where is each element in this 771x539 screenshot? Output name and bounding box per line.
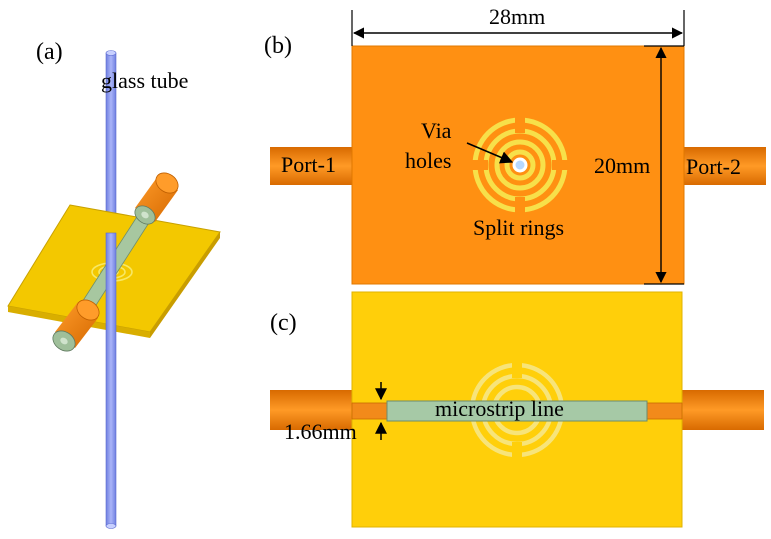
panel-c-label: (c) bbox=[270, 310, 297, 336]
port-1-label: Port-1 bbox=[281, 152, 336, 177]
feed-tab-left bbox=[351, 402, 388, 420]
panel-a-label: (a) bbox=[36, 39, 63, 65]
via-label-line1: Via bbox=[421, 118, 452, 143]
via-label-line2: holes bbox=[405, 148, 452, 173]
port-2-connector-bottom bbox=[682, 390, 764, 430]
port-1-connector-bottom bbox=[270, 390, 352, 430]
via-pointer bbox=[466, 142, 514, 164]
split-rings-label: Split rings bbox=[473, 215, 565, 240]
glass-tube-label: glass tube bbox=[101, 68, 189, 93]
port-cylinder-lower bbox=[52, 299, 100, 352]
strip-width-label: 1.66mm bbox=[284, 419, 357, 444]
ring-gaps bbox=[470, 115, 570, 215]
feed-tab-right bbox=[646, 402, 683, 420]
panel-b-top-view bbox=[270, 10, 766, 285]
panel-b-label: (b) bbox=[264, 33, 292, 59]
width-dimension-label: 28mm bbox=[489, 4, 546, 29]
microstrip-line-label: microstrip line bbox=[435, 396, 564, 421]
glass-tube-top-cap bbox=[105, 50, 117, 56]
height-dimension-label: 20mm bbox=[594, 153, 651, 178]
port-2-connector bbox=[684, 147, 766, 185]
microstrip-line bbox=[386, 400, 648, 422]
via-hole bbox=[512, 157, 528, 173]
panel-a-3d-view bbox=[7, 50, 221, 529]
glass-tube-lower bbox=[105, 232, 117, 527]
port-1-connector bbox=[270, 147, 352, 185]
glass-tube-bottom-cap bbox=[105, 523, 117, 529]
port-2-label: Port-2 bbox=[686, 154, 741, 179]
port-cylinder-upper bbox=[134, 172, 179, 225]
panel-c-bottom-view bbox=[270, 291, 764, 528]
